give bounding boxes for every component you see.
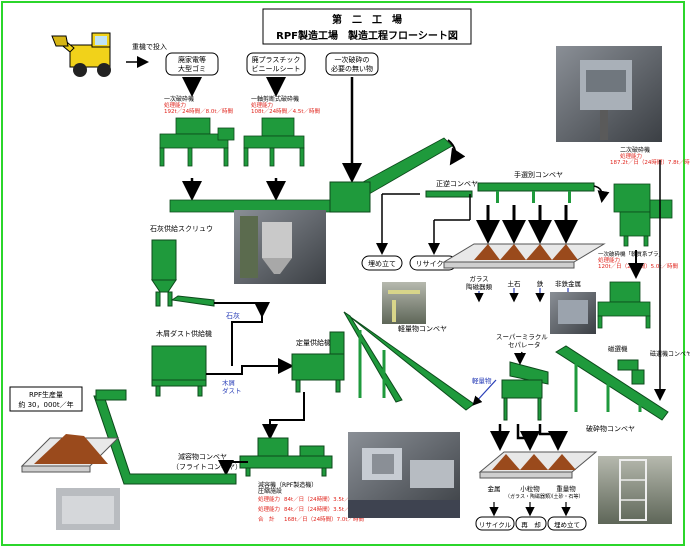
magnet-machine xyxy=(617,359,645,385)
svg-text:処理能力: 処理能力 xyxy=(598,256,620,264)
main-conveyor xyxy=(169,137,453,213)
svg-text:ビニールシート: ビニールシート xyxy=(252,64,301,73)
photo-tower xyxy=(598,456,672,524)
svg-text:約 30，000t／年: 約 30，000t／年 xyxy=(18,400,73,409)
svg-text:処理能力: 処理能力 xyxy=(620,152,642,160)
photo-plant-interior xyxy=(234,210,326,284)
separator-machine xyxy=(501,361,549,421)
quant-feeder-machine xyxy=(291,331,345,393)
crusher2-name: 一軸剪断式破砕機 xyxy=(251,95,299,103)
svg-text:168t／日（24時間）7.0t／時間: 168t／日（24時間）7.0t／時間 xyxy=(284,515,365,523)
photo-conveyor-area xyxy=(382,282,426,324)
rpf-machine-name: 減容機（RPF製造機） xyxy=(258,481,317,489)
wheel-loader-icon xyxy=(51,32,111,77)
separator-line2: セパレータ xyxy=(508,340,541,349)
lime-feeder-label: 石灰供給スクリュウ xyxy=(150,224,213,233)
title-line2: RPF製造工場 製造工程フローシート図 xyxy=(276,29,458,42)
svg-text:処理能力: 処理能力 xyxy=(164,101,186,109)
category-ceramics: 陶磁器類 xyxy=(466,282,493,291)
lime-feeder-machine xyxy=(151,239,215,307)
title-line1: 第 二 工 場 xyxy=(332,13,402,26)
product-outlet-landfill: 埋め立て xyxy=(554,520,580,529)
input-box-3: 一次破砕の 必要の無い物 xyxy=(325,52,379,76)
crusher3-machine xyxy=(613,183,673,247)
sort-conveyor-label: 手選別コンベヤ xyxy=(514,170,563,179)
crusher4-machine xyxy=(597,281,651,329)
light-conveyor-label: 軽量物コンベヤ xyxy=(398,324,447,333)
svg-text:120t／日（24時間）5.0t／時間: 120t／日（24時間）5.0t／時間 xyxy=(598,262,679,270)
rpf-machine-sub: 圧縮施設 xyxy=(258,487,282,495)
svg-text:処理能力: 処理能力 xyxy=(251,101,273,109)
volume-conveyor-label-1: 減容物コンベヤ xyxy=(178,452,227,461)
rpf-output-box: RPF生産量 約 30，000t／年 xyxy=(9,386,83,412)
sorting-bins xyxy=(442,243,606,269)
input-box-1: 廃家電等 大型ゴミ xyxy=(165,52,219,76)
product-bins xyxy=(478,451,598,479)
product-outlet-resale: 再 却 xyxy=(521,520,541,529)
wood-feeder-machine xyxy=(151,345,207,397)
category-soil: 土石 xyxy=(508,279,522,288)
title-box: 第 二 工 場 RPF製造工場 製造工程フローシート図 xyxy=(262,8,472,45)
svg-text:192t／24時間／8.0t／時間: 192t／24時間／8.0t／時間 xyxy=(164,107,234,115)
crushed-conveyor-label: 破砕物コンベヤ xyxy=(586,424,635,433)
svg-text:一次破砕の: 一次破砕の xyxy=(335,55,370,64)
volume-conveyor-label-2: （フライトコンベヤ） xyxy=(172,463,242,471)
loader-label: 重機で投入 xyxy=(132,42,167,51)
quant-feeder-label: 定量供給機 xyxy=(296,338,331,347)
product-heavy: 重量物 xyxy=(556,484,576,493)
lime-label: 石灰 xyxy=(226,311,240,320)
svg-text:処理能力: 処理能力 xyxy=(258,505,280,513)
wood-feeder-label: 木屑ダスト供給機 xyxy=(156,329,212,338)
svg-text:84t／日（24時間）3.5t／時間: 84t／日（24時間）3.5t／時間 xyxy=(284,495,361,503)
svg-text:処理能力: 処理能力 xyxy=(258,495,280,503)
magnet-label: 磁選機 xyxy=(608,344,628,353)
photo-rpf-line xyxy=(348,432,460,518)
svg-text:必要の無い物: 必要の無い物 xyxy=(331,64,373,73)
product-outlet-recycle: リサイクル xyxy=(479,521,512,529)
crushed-conveyor xyxy=(555,345,669,421)
wood-dust-label-1: 木屑 xyxy=(222,378,235,387)
photo-secondary-crusher xyxy=(556,46,662,142)
separator-line1: スーパーミラクル xyxy=(496,333,548,341)
svg-text:合 計: 合 計 xyxy=(258,515,275,523)
magnet-conveyor-label: 磁選機コンベヤ xyxy=(650,350,690,358)
svg-text:大型ゴミ: 大型ゴミ xyxy=(178,64,206,73)
rpf-machine xyxy=(239,437,333,477)
category-nonferrous: 非鉄金属 xyxy=(555,279,581,288)
input-box-2: 廃プラスチック ビニールシート xyxy=(246,52,306,76)
crusher1-machine xyxy=(159,117,235,167)
photo-separator xyxy=(550,292,596,334)
product-metal: 金属 xyxy=(488,484,501,493)
svg-text:187.2t／日（24時間）7.8t／時間: 187.2t／日（24時間）7.8t／時間 xyxy=(610,158,690,166)
separator-light-label: 軽量物 xyxy=(472,376,492,385)
category-iron: 鉄 xyxy=(537,279,544,288)
svg-text:廃プラスチック: 廃プラスチック xyxy=(252,55,301,64)
crusher4-name: 一次破砕機「軟質系プラ」 xyxy=(598,250,664,258)
outlet-recycle-1: リサイクル xyxy=(416,260,451,268)
crusher2-machine xyxy=(243,117,305,167)
svg-text:（ガラス・陶磁器類）: （ガラス・陶磁器類） xyxy=(505,493,555,500)
volume-conveyor xyxy=(93,389,237,485)
category-glass: ガラス xyxy=(469,274,488,283)
forward-reverse-conveyor-label: 正逆コンベヤ xyxy=(436,179,478,188)
crusher1-name: 一次破砕機 xyxy=(164,95,194,103)
crusher3-name: 二次破砕機 xyxy=(620,146,650,154)
svg-text:RPF生産量: RPF生産量 xyxy=(29,390,63,399)
sort-conveyor xyxy=(477,182,595,203)
wood-dust-label-2: ダスト xyxy=(222,386,242,395)
svg-text:84t／日（24時間）3.5t／時間: 84t／日（24時間）3.5t／時間 xyxy=(284,505,361,513)
forward-reverse-conveyor xyxy=(425,190,473,198)
product-small: 小粒物 xyxy=(520,484,540,493)
svg-text:廃家電等: 廃家電等 xyxy=(178,55,206,64)
svg-text:108t／24時間／4.5t／時間: 108t／24時間／4.5t／時間 xyxy=(251,107,321,115)
photo-rpf-pellets xyxy=(56,488,120,530)
rpf-pile xyxy=(20,434,120,473)
svg-text:（土砂・石等）: （土砂・石等） xyxy=(548,493,583,500)
outlet-landfill-1: 埋め立て xyxy=(368,259,396,268)
